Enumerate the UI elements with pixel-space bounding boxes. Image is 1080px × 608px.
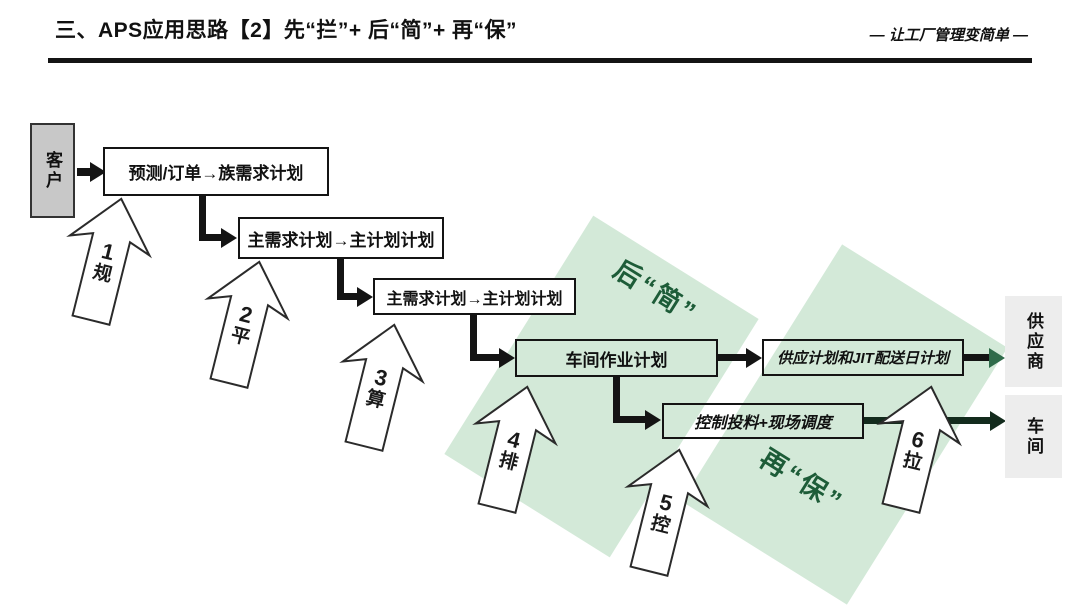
arrowhead-box3-box4 [499,348,515,368]
connector-customer-box1 [77,168,91,176]
connector-box1-box2-h [199,234,223,241]
up-arrow-icon [204,260,290,389]
connector-box2-box3-v [337,257,344,300]
connector-box2-box3-h [337,293,359,300]
page-title: 三、APS应用思路【2】先“拦”+ 后“简”+ 再“保” [55,19,518,42]
arrowhead-box6-workshop [990,411,1006,431]
node-supplier: 供应商 [1005,296,1062,387]
header-slogan: — 让工厂管理变简单 — [869,27,1028,44]
connector-box4-box6-h [613,416,646,423]
node-master-schedule-plan: 主需求计划→主计划计划 [373,278,576,315]
up-arrow-icon [876,385,962,514]
arrowhead-box4-box5 [746,348,762,368]
node-workshop-job-plan: 车间作业计划 [515,339,718,377]
node-forecast-plan: 预测/订单→族需求计划 [103,147,329,196]
node-material-control: 控制投料+现场调度 [662,403,864,439]
arrowhead-box1-box2 [221,228,237,248]
connector-box1-box2-v [199,194,206,238]
arrowhead-box5-supplier [989,348,1005,368]
connector-box4-box5 [716,354,747,361]
connector-box4-box6-v [613,375,620,423]
node-master-demand-plan: 主需求计划→主计划计划 [238,217,444,259]
header-divider [48,58,1032,63]
up-arrow-icon [66,197,152,326]
connector-box3-box4-h [470,354,500,361]
up-arrow-icon [339,323,425,452]
node-supply-jit-plan: 供应计划和JIT配送日计划 [762,339,964,376]
connector-box5-supplier [963,354,990,361]
node-customer: 客户 [30,123,75,218]
node-workshop: 车间 [1005,395,1062,478]
arrowhead-box4-box6 [645,410,661,430]
up-arrow-icon [624,448,710,577]
arrowhead-customer-box1 [90,162,106,182]
up-arrow-icon [472,385,558,514]
arrowhead-box2-box3 [357,287,373,307]
connector-box3-box4-v [470,313,477,361]
